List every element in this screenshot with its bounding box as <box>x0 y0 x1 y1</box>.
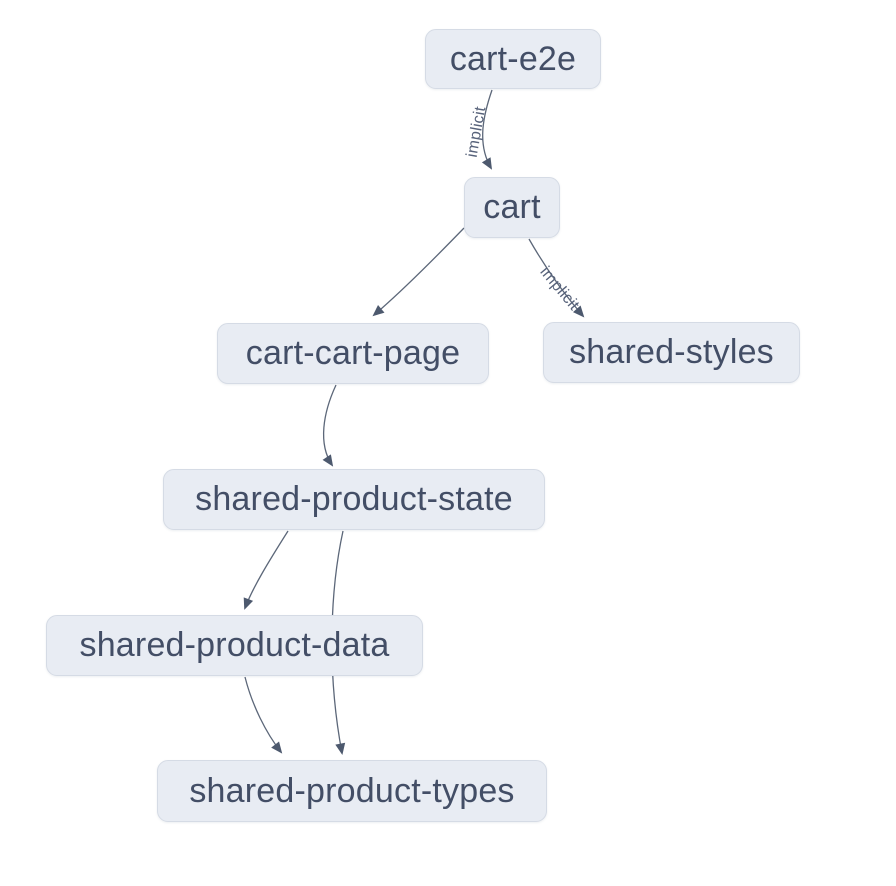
edge-cart-to-cart-cart-page[interactable] <box>372 227 465 317</box>
edge-shared-product-state-to-shared-product-data[interactable] <box>243 530 289 610</box>
node-cart[interactable]: cart <box>464 177 560 238</box>
node-shared-product-data[interactable]: shared-product-data <box>46 615 423 676</box>
edge-cart-cart-page-to-shared-product-state[interactable] <box>322 384 337 467</box>
edge-shared-product-data-to-shared-product-types[interactable] <box>244 676 283 754</box>
edge-cart-to-shared-styles[interactable] <box>528 238 585 318</box>
node-cart-e2e[interactable]: cart-e2e <box>425 29 601 89</box>
node-shared-styles[interactable]: shared-styles <box>543 322 800 383</box>
edge-cart-e2e-to-cart[interactable] <box>481 89 493 170</box>
node-shared-product-state[interactable]: shared-product-state <box>163 469 545 530</box>
node-cart-cart-page[interactable]: cart-cart-page <box>217 323 489 384</box>
node-shared-product-types[interactable]: shared-product-types <box>157 760 547 822</box>
